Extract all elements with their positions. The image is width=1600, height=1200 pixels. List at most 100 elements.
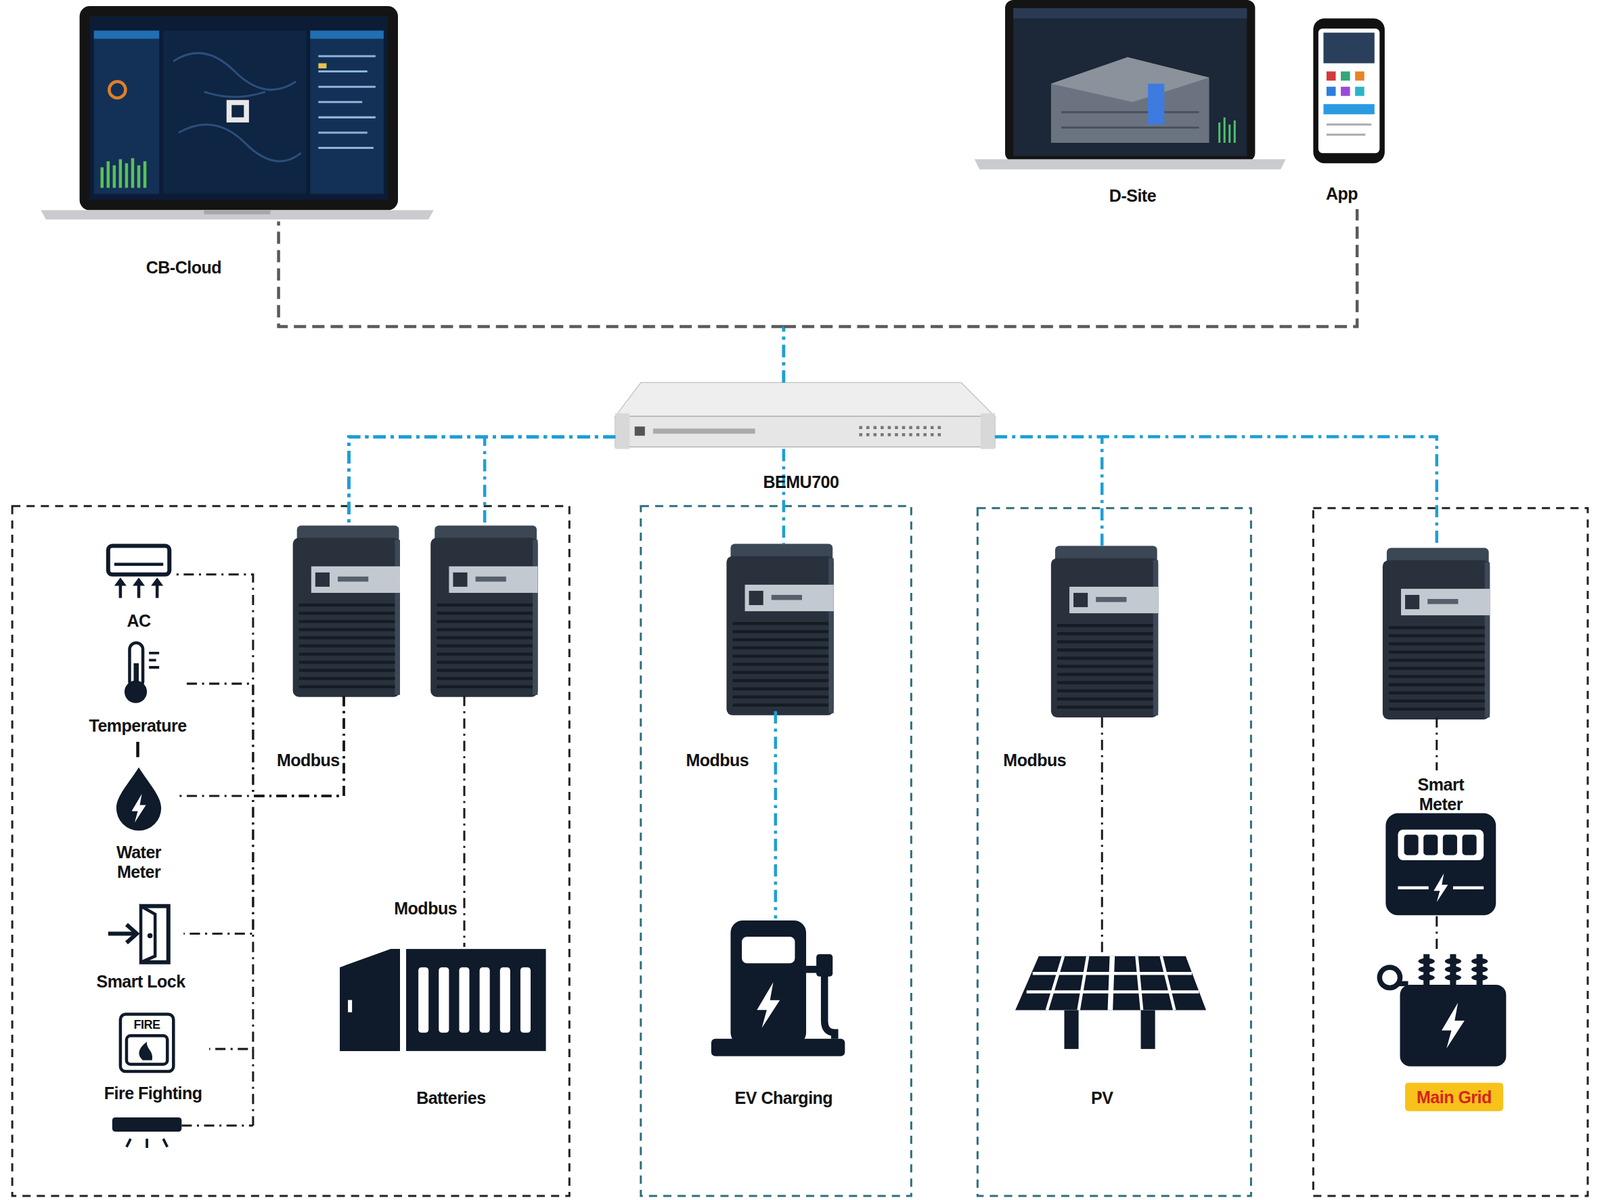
connector-line: [782, 448, 786, 544]
laptop-illustration: [108, 81, 126, 99]
laptop-illustration: [309, 30, 384, 39]
laptop-illustration: [318, 56, 375, 149]
node-label: Temperature: [66, 716, 210, 736]
meter-node: Smart Meter: [1382, 770, 1500, 917]
water-drop-icon: [131, 793, 146, 823]
gateway-device: [615, 413, 630, 450]
connector-line: [349, 436, 616, 526]
phone-illustration: [1340, 71, 1351, 82]
fire-icon: [126, 1035, 168, 1064]
node-label: BEMU700: [719, 471, 883, 492]
fire-icon: [120, 1014, 174, 1072]
laptop-illustration: [1013, 8, 1247, 157]
meter-icon: [1442, 834, 1458, 855]
ev-charger-icon: [816, 954, 833, 977]
node-label: EV Charging: [701, 1088, 865, 1108]
device-node: EV Charging: [703, 918, 857, 1113]
gateway-device: [858, 427, 941, 436]
site-laptop: D-Site: [974, 0, 1286, 172]
transformer-icon: [1471, 974, 1488, 981]
laptop-illustration: [1051, 56, 1210, 143]
battery-icon: [520, 967, 531, 1033]
gateway-device: [980, 413, 995, 450]
sensor-icon: [112, 1117, 183, 1148]
laptop-illustration: [204, 210, 271, 215]
group-frame: [12, 506, 1588, 1196]
connector: [464, 436, 616, 947]
device-node: PV: [1015, 956, 1207, 1113]
transformer-icon: [1418, 974, 1435, 981]
gateway-device: [615, 382, 995, 417]
controller-unit: [293, 525, 400, 697]
smart-lock-icon: [126, 924, 137, 943]
phone-illustration: [1340, 86, 1351, 97]
laptop-illustration: [40, 210, 434, 220]
meter-icon: [1433, 873, 1448, 903]
laptop-illustration: [1013, 8, 1247, 19]
connector-line: [183, 695, 344, 934]
connector: [175, 436, 616, 796]
connector: [209, 436, 616, 1050]
connector: [994, 436, 1102, 956]
gateway-device: [653, 428, 756, 434]
group-frame: [977, 508, 1251, 1196]
transformer-icon: [1418, 966, 1435, 973]
thermometer-icon: [124, 680, 147, 704]
connector-line: [774, 711, 778, 919]
smart-lock-icon: [147, 933, 153, 939]
device-node: Water Meter: [102, 765, 176, 884]
connector: [994, 436, 1437, 771]
laptop-illustration: [1005, 0, 1255, 162]
transformer-icon: [1379, 954, 1506, 1067]
ac-icon: [108, 546, 170, 599]
ev-charger-icon: [711, 1038, 846, 1057]
transformer-icon: [1400, 984, 1507, 1067]
solar-panel-icon: [1015, 956, 1207, 1011]
phone-illustration: [1326, 124, 1372, 135]
battery-icon: [500, 967, 511, 1033]
device-node: Batteries: [339, 946, 547, 1113]
laptop-illustration: [231, 104, 244, 118]
solar-panel-icon: [1026, 956, 1200, 1011]
grid-badge: Main Grid: [1405, 1082, 1504, 1112]
phone-illustration: [1323, 104, 1374, 115]
ac-icon: [108, 546, 170, 575]
phone-illustration: [1354, 86, 1365, 97]
gateway-device: [634, 426, 646, 436]
thermometer-icon: [124, 642, 160, 704]
connector: [175, 436, 616, 796]
sensor-icon: [112, 1117, 183, 1132]
connector-line: [994, 436, 1437, 548]
ev-charger-icon: [806, 969, 835, 1039]
connector-line: [782, 326, 786, 383]
laptop-illustration: [40, 6, 434, 220]
meter-icon: [1423, 834, 1438, 855]
smart-lock-icon: [140, 906, 169, 963]
solar-panel-icon: [1109, 956, 1113, 1011]
transformer-icon: [1445, 966, 1462, 973]
transformer-icon: [1471, 958, 1488, 965]
connector-line: [1101, 717, 1104, 957]
ev-charger-icon: [730, 920, 807, 1046]
laptop-illustration: [102, 158, 145, 189]
laptop-illustration: [94, 30, 160, 194]
gateway-box: BEMU700: [615, 382, 995, 449]
node-label: Water Meter: [102, 842, 175, 882]
battery-icon: [458, 967, 470, 1033]
transformer-icon: [1418, 958, 1435, 965]
controller-unit: [1382, 548, 1490, 720]
protocol-label: Modbus: [685, 750, 749, 771]
icon-text: FIRE: [134, 1017, 161, 1032]
node-label: App: [1306, 184, 1379, 204]
transformer-icon: [1445, 974, 1462, 981]
connector-line: [1435, 717, 1438, 771]
transformer-icon: [1445, 958, 1462, 965]
transformer-icon: [1379, 967, 1400, 988]
ev-charger-icon: [711, 920, 846, 1057]
phone-illustration: [1323, 32, 1374, 63]
node-label: Smart Meter: [1405, 775, 1477, 815]
solar-panel-icon: [1063, 1010, 1079, 1050]
sensor-icon: [126, 1139, 168, 1149]
controller-unit: [430, 525, 538, 697]
laptop-illustration: [1061, 112, 1200, 128]
